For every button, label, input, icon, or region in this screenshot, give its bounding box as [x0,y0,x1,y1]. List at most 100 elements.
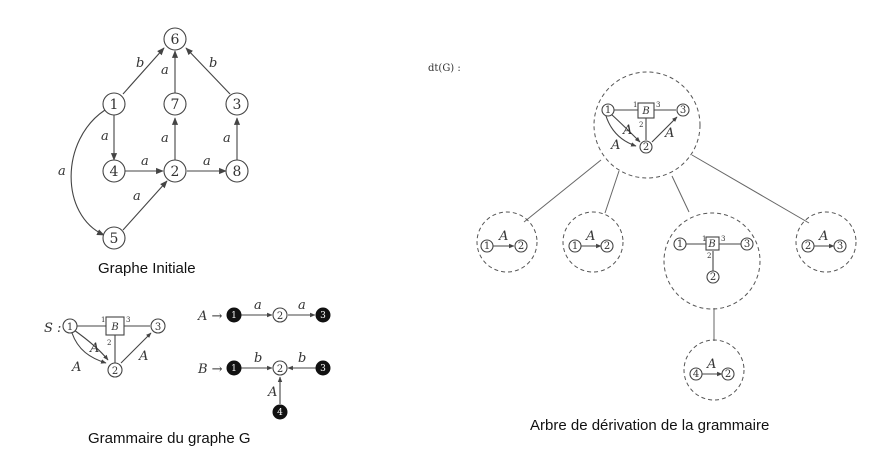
label-2-7: a [161,131,169,146]
svg-text:2: 2 [710,272,716,283]
tree-root-node-3: 3 [676,103,690,117]
svg-text:2: 2 [171,164,180,180]
grammar-B-rule: B → b b A 1 2 3 4 [197,351,331,420]
svg-text:A: A [706,357,716,372]
svg-text:3: 3 [680,105,686,116]
A-rule-node-3: 3 [315,307,331,323]
edge-S-2-3 [120,332,152,364]
svg-text:5: 5 [110,231,119,247]
svg-text:7: 7 [171,97,180,113]
tree-mid: B 1 3 2 1 3 2 [663,212,761,310]
B-rule-node-2: 2 [272,360,288,376]
svg-text:A: A [610,138,620,153]
svg-text:1: 1 [677,239,683,250]
grammar-S-node-3: 3 [150,318,166,334]
svg-text:A: A [585,229,595,244]
svg-text:4: 4 [110,164,119,180]
B-rule-node-1: 1 [226,360,242,376]
grammar-S: S : B 1 3 2 A A A 1 3 2 [44,316,166,378]
svg-text:A: A [267,385,277,400]
tree-root: B 1 3 2 A A A 1 3 2 [593,71,701,179]
svg-text:A: A [664,126,674,141]
tree-root-node-2: 2 [639,140,653,154]
svg-text:2: 2 [643,142,649,153]
dt-label: dt(G) : [428,63,461,74]
svg-text:1: 1 [572,241,578,252]
svg-text:A: A [138,349,148,364]
edge-S-1-2a [71,332,107,364]
edge-1-6 [122,47,165,95]
svg-text:3: 3 [320,311,326,321]
svg-text:B: B [641,106,649,117]
svg-text:2: 2 [277,364,283,375]
label-2-8: a [203,154,211,169]
edge-S-1-2b [73,329,109,361]
svg-text:b: b [298,351,306,366]
svg-text:A: A [71,360,81,375]
A-rule-node-1: 1 [226,307,242,323]
svg-text:6: 6 [171,32,180,48]
svg-text:3: 3 [320,364,326,374]
grammar-A-rule: A → a a 1 2 3 [197,298,331,324]
tree-leaf-1: A 1 2 [476,211,538,273]
svg-text:A: A [89,341,99,356]
svg-text:A: A [622,123,632,138]
svg-text:A: A [498,229,508,244]
svg-text:3: 3 [744,239,750,250]
svg-text:2: 2 [112,366,118,377]
svg-text:2: 2 [518,241,524,252]
edge-1-5 [70,109,106,236]
svg-text:B: B [707,239,715,250]
svg-text:1: 1 [605,105,611,116]
svg-text:a: a [254,298,262,313]
svg-text:2: 2 [604,241,610,252]
tree-leaf-4: A 4 2 [683,339,745,401]
label-1-6: b [136,56,144,71]
node-8: 8 [225,159,249,183]
node-6: 6 [163,27,187,51]
svg-text:1: 1 [231,364,237,374]
edge-5-2 [122,180,168,231]
label-4-2: a [141,154,149,169]
label-3-6: b [209,56,217,71]
label-5-2: a [133,189,141,204]
node-7: 7 [163,92,187,116]
svg-text:b: b [254,351,262,366]
svg-text:4: 4 [277,408,283,418]
svg-text:3: 3 [233,97,242,113]
A-rule-node-2: 2 [272,307,288,323]
tree-leaf-2: A 1 2 [562,211,624,273]
svg-text:1: 1 [484,241,490,252]
svg-text:3: 3 [837,241,843,252]
B-rule-node-4: 4 [272,404,288,420]
svg-text:1: 1 [633,101,637,109]
grammar-S-B-box [105,316,125,336]
node-2: 2 [163,159,187,183]
node-3: 3 [225,92,249,116]
svg-text:a: a [298,298,306,313]
svg-text:2: 2 [707,252,711,260]
edge-3-6 [185,47,231,95]
node-1: 1 [102,92,126,116]
svg-text:A →: A → [197,309,223,324]
caption-initial: Graphe Initiale [98,260,196,277]
svg-text:B →: B → [197,362,223,377]
svg-text:3: 3 [721,235,725,243]
svg-text:2: 2 [277,311,283,322]
node-4: 4 [102,159,126,183]
label-7-6: a [161,63,169,78]
svg-text:B: B [110,322,118,333]
node-5: 5 [102,226,126,250]
label-8-3: a [223,131,231,146]
svg-text:2: 2 [639,121,643,129]
grammar-S-node-2: 2 [107,362,123,378]
caption-tree: Arbre de dérivation de la grammaire [530,417,769,434]
svg-text:3: 3 [656,101,660,109]
svg-text:3: 3 [155,322,161,333]
svg-text:1: 1 [67,322,73,333]
svg-text:8: 8 [233,164,242,180]
svg-text:2: 2 [107,339,111,347]
grammar-S-label: S : [44,321,61,336]
svg-text:2: 2 [805,241,811,252]
